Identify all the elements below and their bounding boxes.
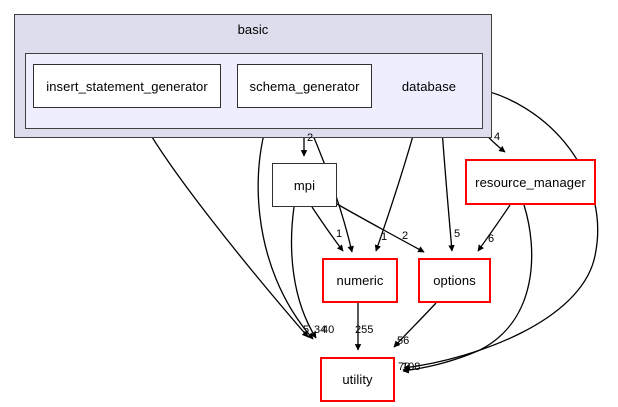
node-mpi[interactable]: mpi [272,163,337,207]
edge-label-resource-manager-to-options: 6 [488,233,495,245]
edge-label-database-to-numeric: 1 [381,231,388,243]
edge-label-resource-manager-to-utility: 70 [398,361,411,373]
node-label: database [401,78,457,94]
edge-schema-generator-to-utility [257,109,314,340]
edge-label-mpi-to-options: 2 [402,230,409,242]
edge-label-mpi-to-numeric: 1 [336,228,343,240]
node-options[interactable]: options [418,258,491,303]
edge-label-options-to-utility: 56 [397,335,410,347]
node-schema-generator[interactable]: schema_generator [237,64,372,108]
edge-label-database-to-options: 5 [454,228,461,240]
cluster-basic-title: basic [237,22,269,37]
node-numeric[interactable]: numeric [322,258,398,303]
edge-label-database-to-utility: 108 [402,361,421,373]
edge-label-database-to-mpi: 2 [307,132,314,144]
edge-label-insert-statement-generator-to-utility: 5 [303,324,310,336]
node-label: insert_statement_generator [46,78,208,94]
node-database: database [389,74,469,98]
node-label: mpi [293,177,316,193]
edge-mpi-to-utility [290,206,317,339]
node-insert-statement-generator[interactable]: insert_statement_generator [33,64,221,108]
edge-label-numeric-to-utility: 255 [355,324,374,336]
edge-mpi-to-options [336,203,425,253]
node-label: resource_manager [475,174,586,190]
node-label: numeric [336,273,384,288]
edge-insert-statement-generator-to-utility [136,109,309,338]
edge-label-mpi-to-utility: 40 [322,324,335,336]
node-label: options [433,273,476,288]
edge-label-schema-generator-to-utility: 34 [314,324,327,336]
node-label: utility [342,372,373,387]
node-utility[interactable]: utility [320,357,395,402]
node-label: schema_generator [249,78,360,94]
edge-label-database-to-resource-manager: 4 [494,131,501,143]
node-resource-manager[interactable]: resource_manager [465,159,596,205]
